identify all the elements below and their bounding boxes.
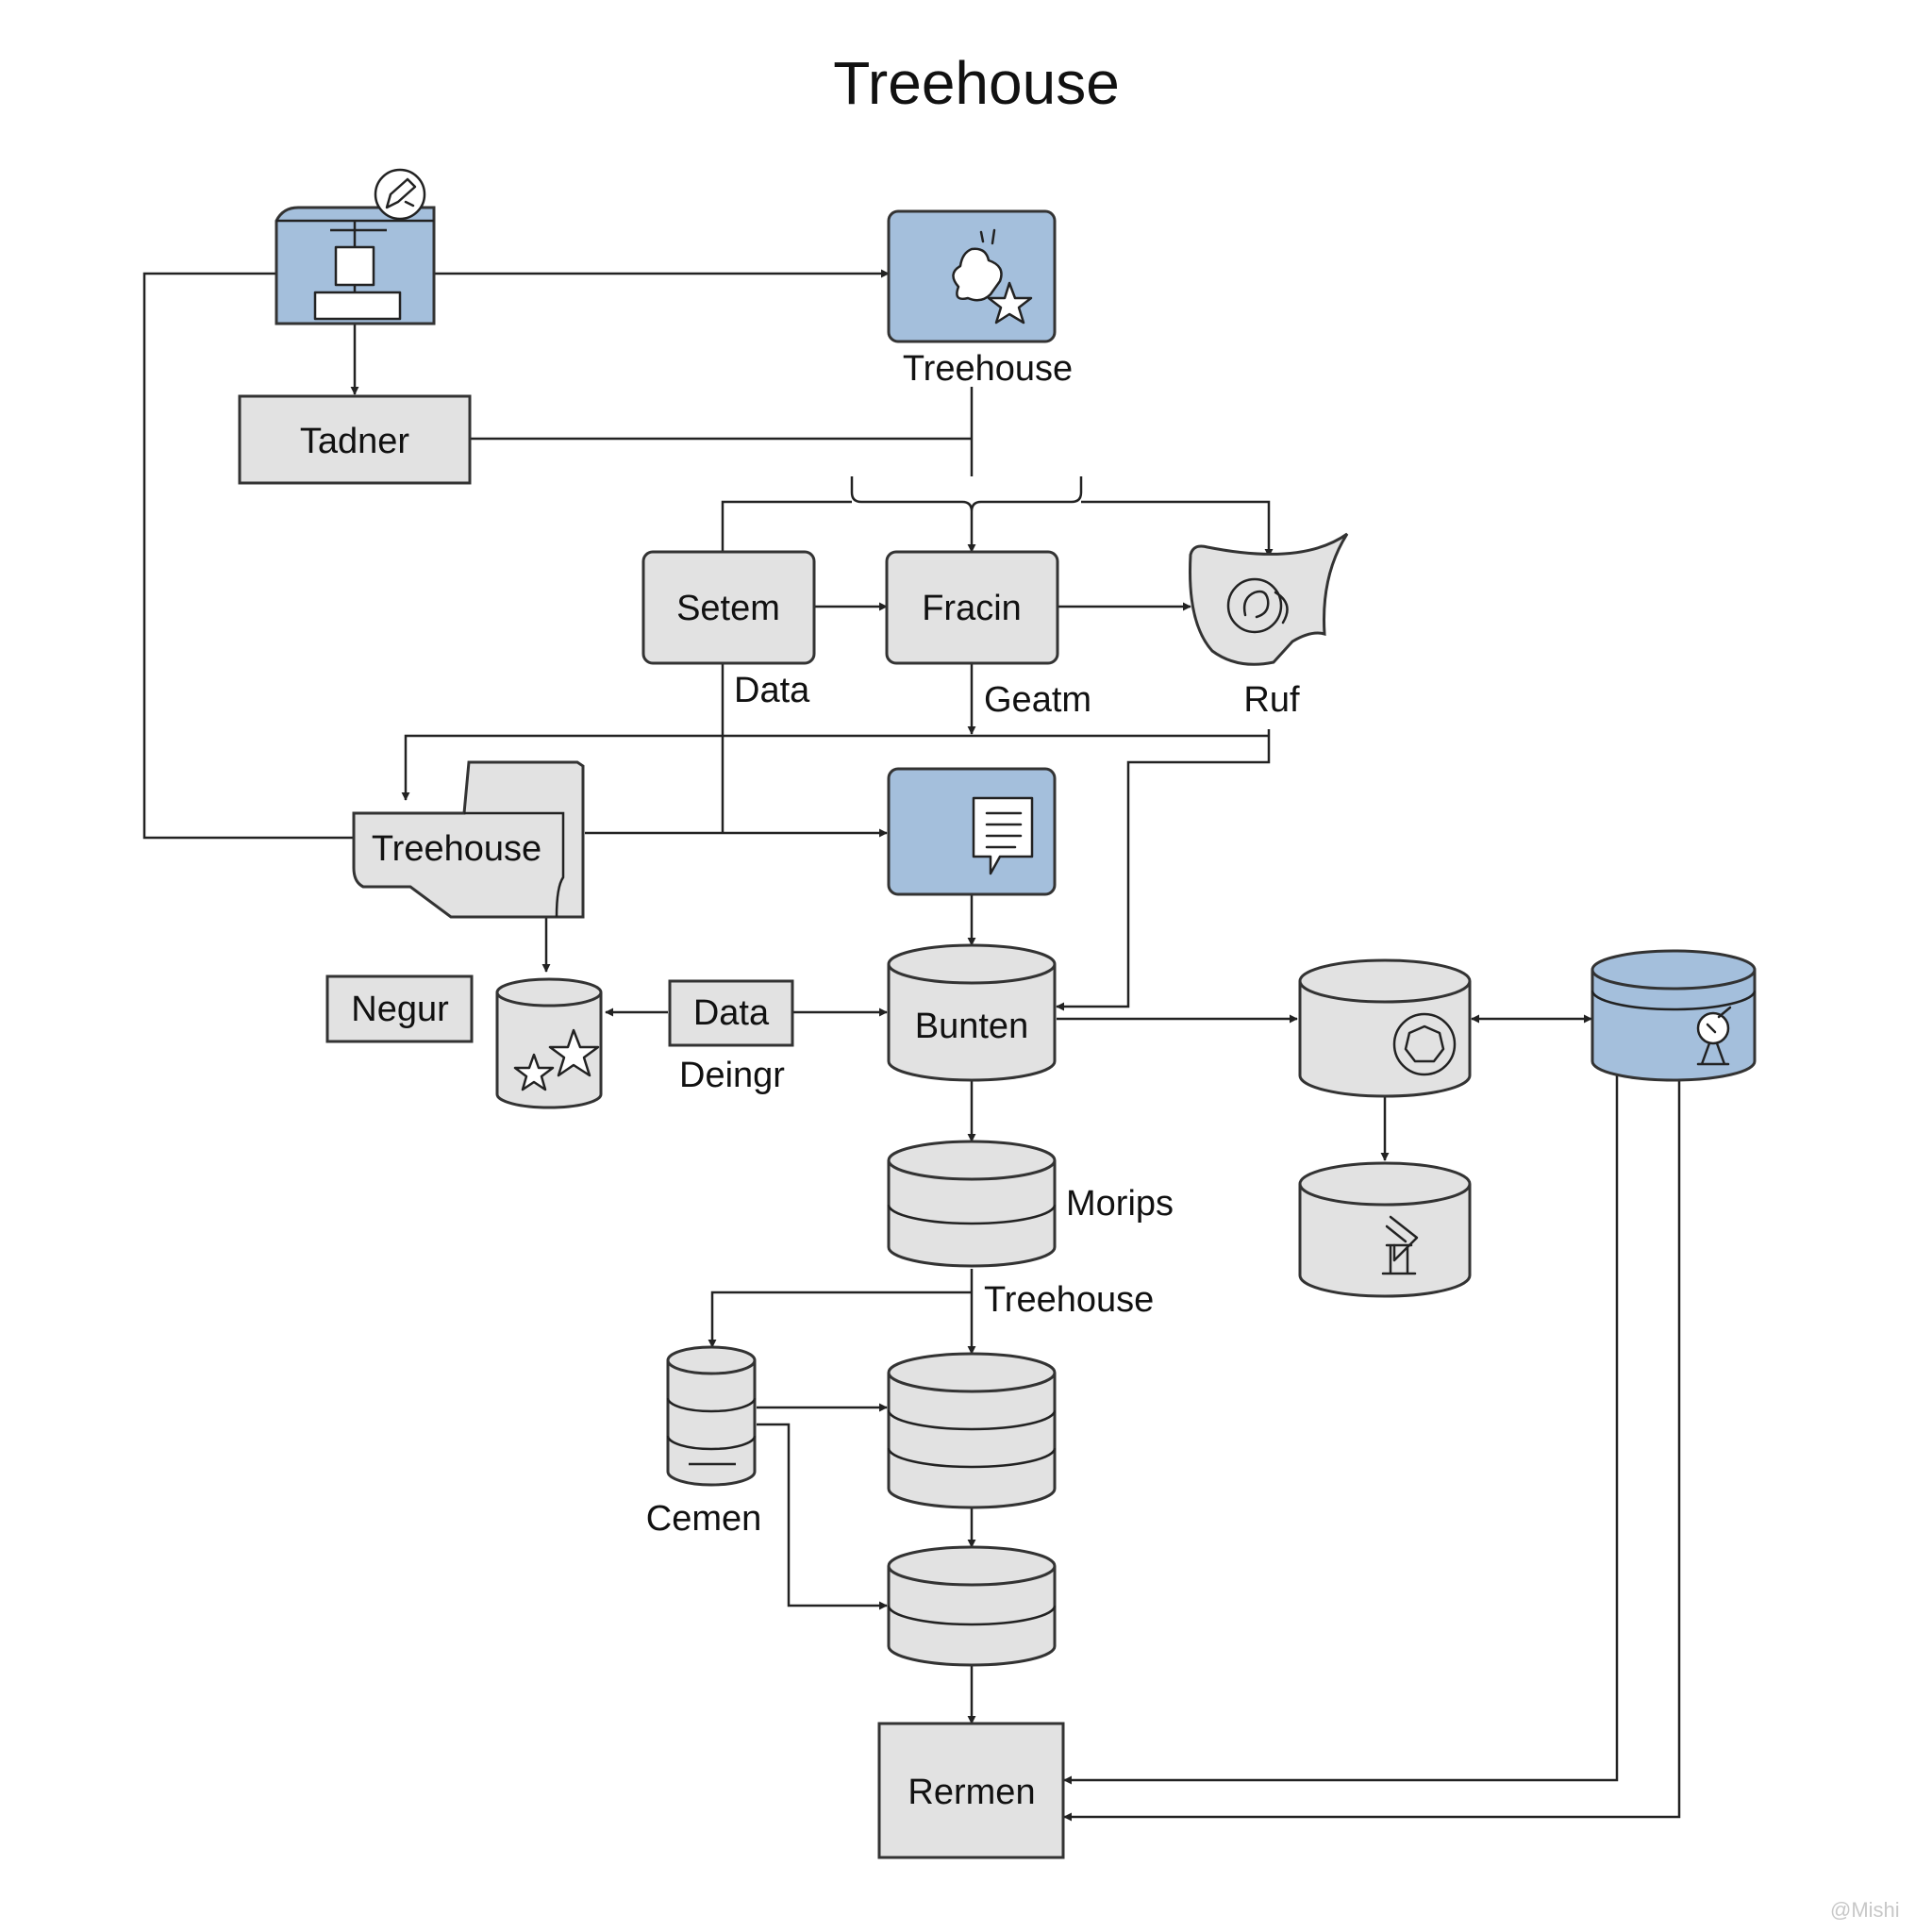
- negur-label: Negur: [351, 990, 449, 1029]
- tadner-node: Tadner: [238, 394, 472, 485]
- doc-cylinder-node: [1298, 1161, 1472, 1298]
- bunten-node: Bunten: [887, 943, 1057, 1082]
- setem-label: Setem: [676, 589, 780, 628]
- gear-icon: [1392, 1012, 1457, 1076]
- star-cylinder-node: [495, 977, 603, 1109]
- morips-node: [887, 1140, 1057, 1268]
- bunten-label: Bunten: [915, 1007, 1028, 1046]
- ruf-node: [1189, 532, 1349, 666]
- data-label: Data: [693, 993, 770, 1033]
- stars-icon: [513, 1028, 600, 1091]
- puzzle-star-icon: [952, 228, 1033, 325]
- blue-right-cylinder-node: [1591, 949, 1757, 1082]
- gear-hand-icon: [1226, 577, 1289, 634]
- treehouse-mid-label: Treehouse: [984, 1280, 1154, 1320]
- gear-cylinder-node: [1298, 958, 1472, 1098]
- document-node: [887, 767, 1057, 896]
- rermen-node: Rermen: [877, 1722, 1065, 1859]
- rermen-label: Rermen: [908, 1773, 1035, 1812]
- top-left-window-node: [275, 168, 436, 325]
- cemen-label: Cemen: [646, 1499, 762, 1539]
- tadner-label: Tadner: [300, 422, 410, 461]
- signpost-icon: [1381, 1215, 1419, 1275]
- treehouse-doc-label: Treehouse: [372, 829, 541, 869]
- storage-stack-node: [887, 1352, 1057, 1509]
- document-icon: [972, 796, 1034, 875]
- user-badge-icon: [1696, 1006, 1732, 1066]
- connectors: [142, 269, 1681, 1822]
- watermark: @Mishi: [1830, 1898, 1900, 1922]
- pencil-badge-icon: [374, 168, 426, 221]
- setem-data-label: Data: [734, 671, 810, 710]
- fracin-node: Fracin: [885, 550, 1059, 665]
- morips-label: Morips: [1066, 1184, 1174, 1224]
- setem-node: Setem: [641, 550, 816, 665]
- ruf-label: Ruf: [1243, 680, 1300, 720]
- treehouse-doc-node: Treehouse: [352, 760, 585, 919]
- fracin-label: Fracin: [922, 589, 1022, 628]
- treehouse-top-node: [887, 209, 1057, 343]
- treehouse-top-label: Treehouse: [903, 349, 1073, 389]
- lower-stack-node: [887, 1545, 1057, 1667]
- geatm-label: Geatm: [984, 680, 1091, 720]
- cemen-node: [666, 1345, 757, 1487]
- negur-node: Negur: [325, 974, 474, 1043]
- deingr-label: Deingr: [679, 1056, 785, 1095]
- diagram-title: Treehouse: [833, 49, 1120, 117]
- data-node: Data: [668, 979, 794, 1047]
